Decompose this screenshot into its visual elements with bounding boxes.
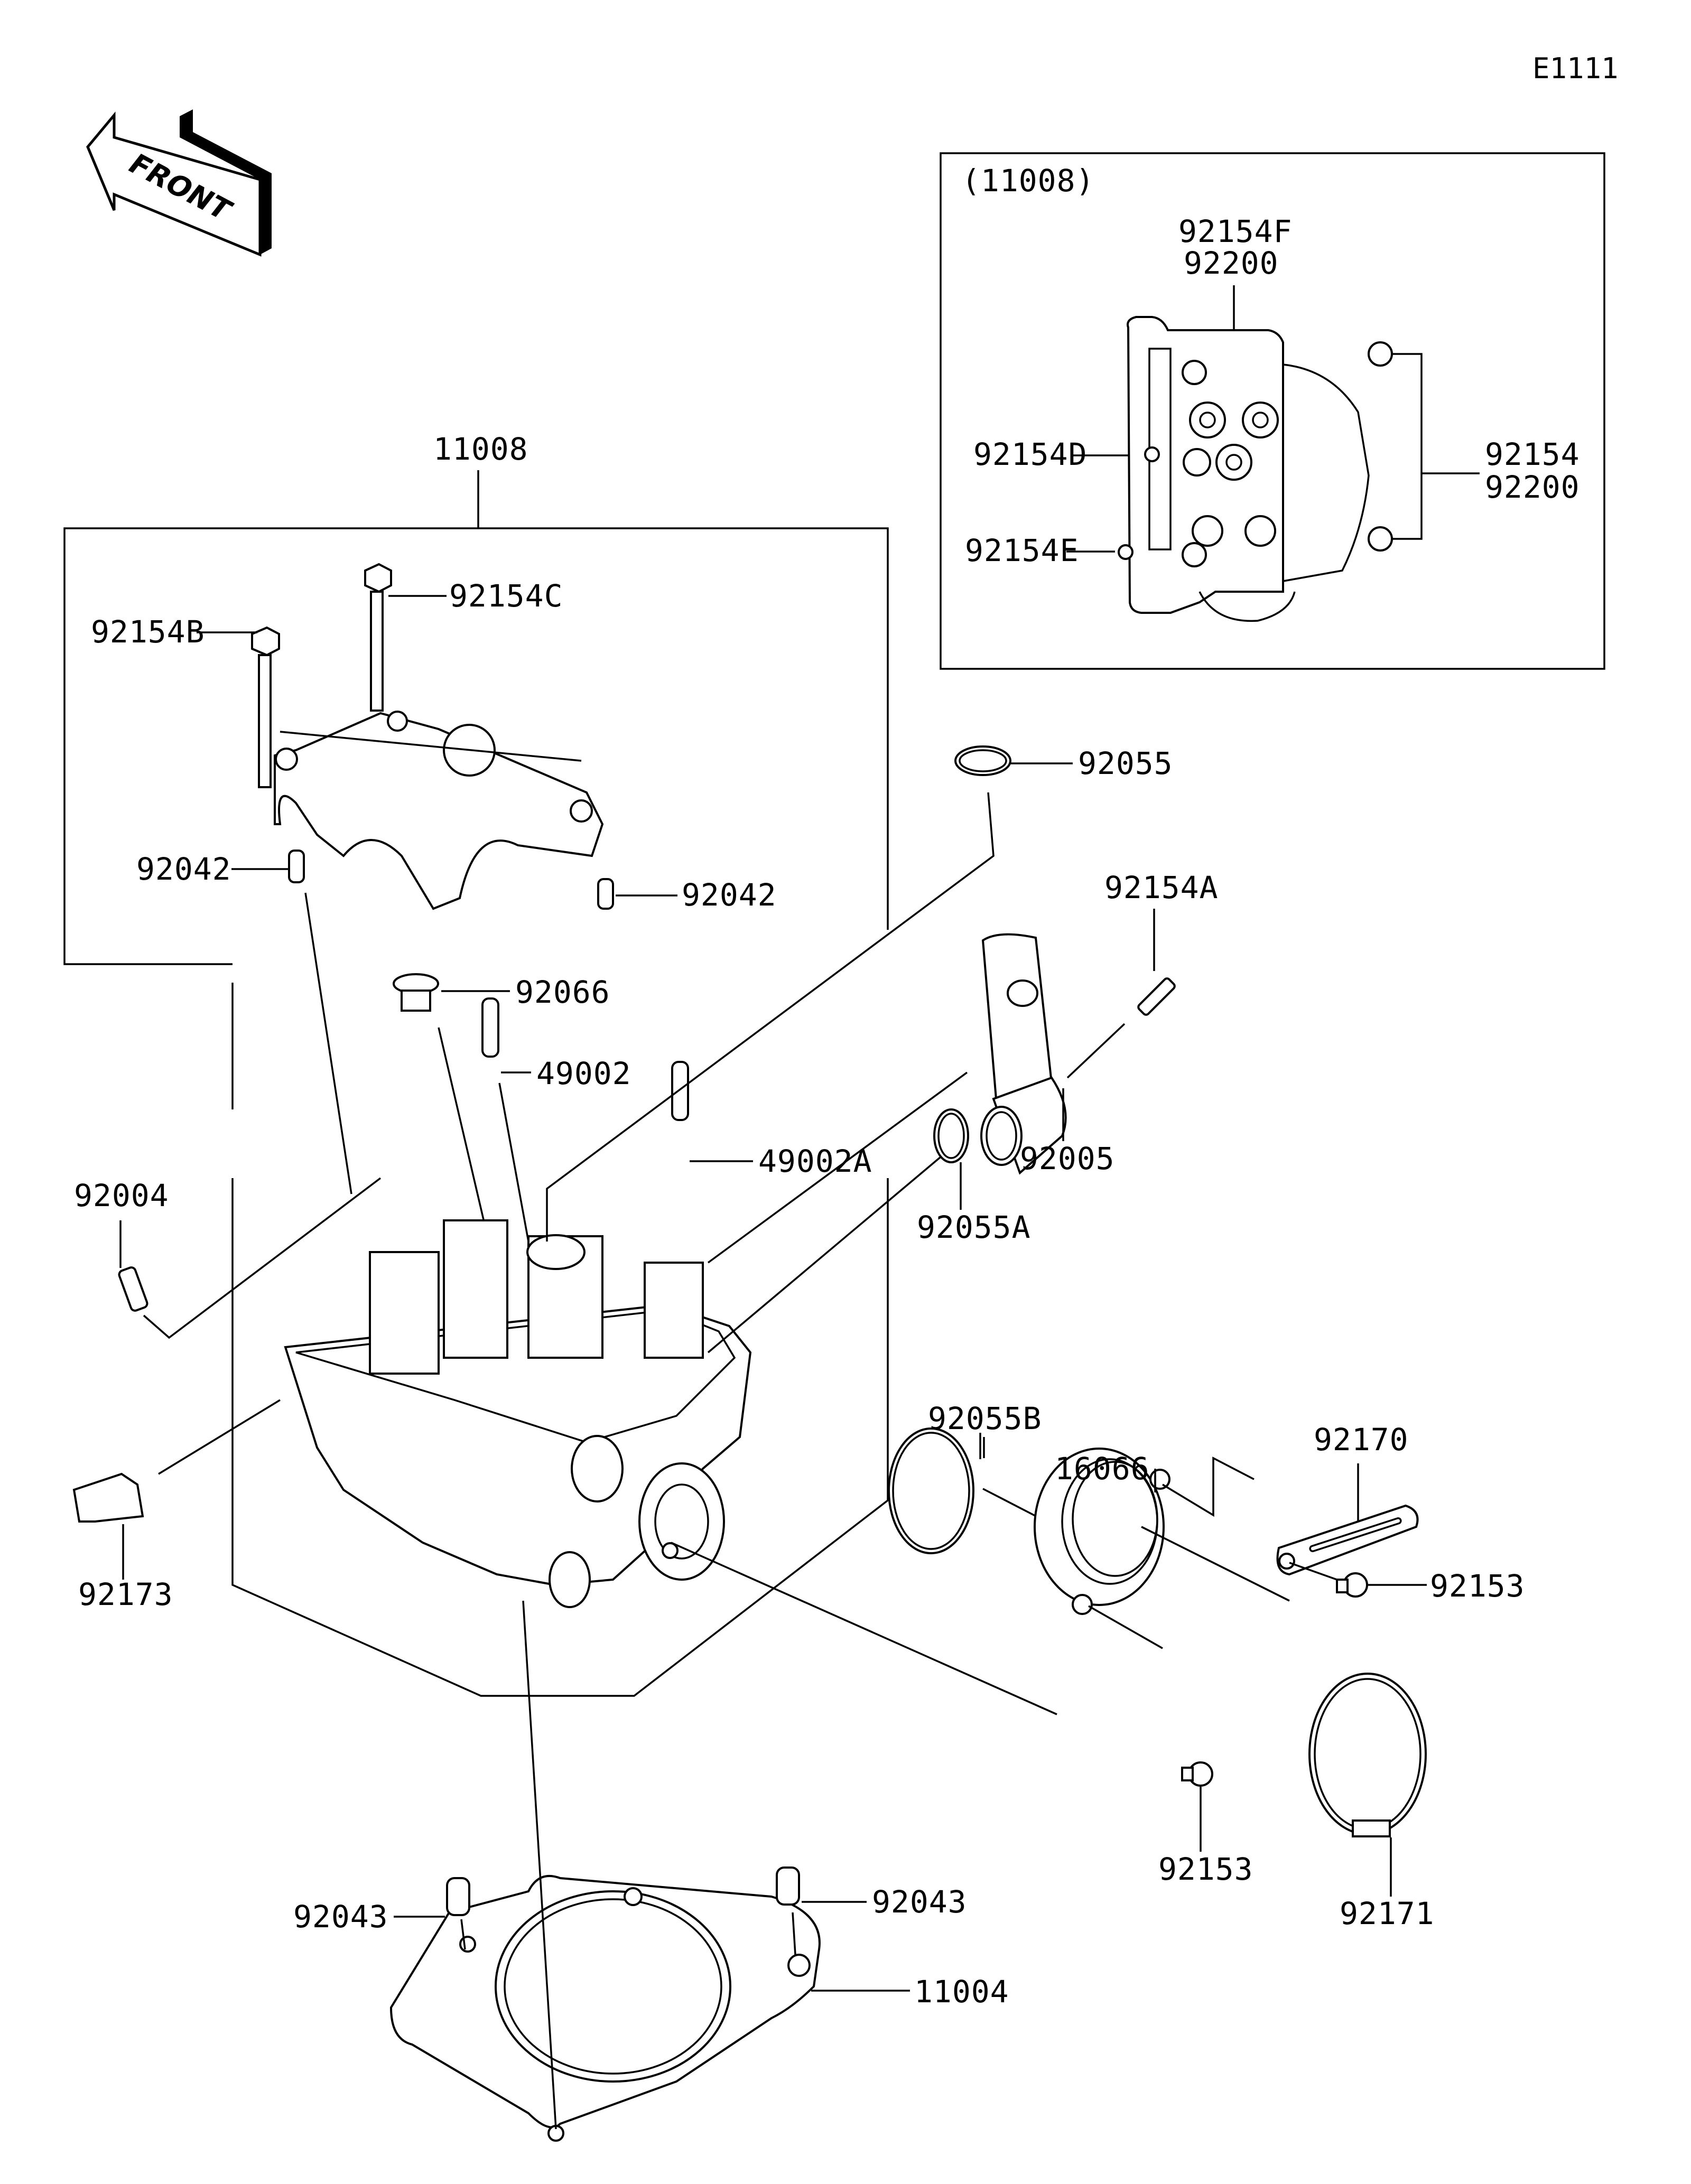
label-92154C: 92154C	[449, 578, 563, 614]
label-92200-top: 92200	[1184, 245, 1279, 281]
label-11004: 11004	[914, 1974, 1009, 2010]
inset-11008: (11008) 92154F 92200 92154D 92154E 92154…	[940, 152, 1605, 670]
o-ring-92055B	[888, 1427, 974, 1554]
sensor-92173	[72, 1472, 144, 1523]
o-ring-92055A	[933, 1108, 969, 1163]
label-92154F: 92154F	[1178, 213, 1293, 249]
label-11008: 11008	[433, 431, 528, 467]
bolt-92154C	[364, 563, 392, 712]
label-92154-right: 92154	[1485, 436, 1580, 472]
cylinder-head-top-view	[1118, 316, 1393, 622]
dowel-92043-right	[776, 1866, 800, 1906]
diagram-code: E1111	[1532, 52, 1619, 85]
bolt-92154A	[1137, 977, 1176, 1016]
bolt-92154B	[251, 626, 280, 788]
dowel-92042-right	[597, 878, 614, 910]
o-ring-92055	[954, 745, 1011, 776]
stud-92004	[118, 1266, 148, 1312]
valve-guide-49002A	[671, 1061, 689, 1121]
label-92055: 92055	[1078, 745, 1173, 781]
strap-92170	[1276, 1504, 1419, 1576]
label-92154E: 92154E	[965, 533, 1079, 568]
label-92154D: 92154D	[973, 436, 1088, 472]
cylinder-head	[284, 1219, 752, 1608]
label-92200-right: 92200	[1485, 469, 1580, 505]
label-92043-right: 92043	[872, 1884, 967, 1920]
label-92005: 92005	[1020, 1141, 1115, 1177]
dowel-92043-left	[446, 1877, 470, 1916]
plug-92066	[393, 973, 439, 1012]
screw-92153-right	[1336, 1572, 1368, 1598]
label-92153-bottom: 92153	[1158, 1851, 1253, 1887]
label-92055B: 92055B	[928, 1401, 1042, 1436]
screw-92153-bottom	[1181, 1761, 1213, 1787]
label-92042-left: 92042	[136, 851, 231, 887]
dowel-92042-left	[288, 850, 305, 883]
label-92170: 92170	[1314, 1422, 1409, 1458]
hose-clamp-92171	[1308, 1673, 1427, 1837]
head-gasket-11004	[389, 1875, 821, 2142]
valve-guide-49002	[481, 997, 499, 1058]
label-49002A: 49002A	[758, 1143, 872, 1179]
label-92154B: 92154B	[91, 614, 205, 650]
camshaft-cap	[274, 711, 604, 910]
label-49002: 49002	[536, 1056, 631, 1091]
label-16066: 16066	[1055, 1451, 1150, 1487]
label-92154A: 92154A	[1104, 870, 1219, 906]
label-92043-left: 92043	[293, 1899, 388, 1935]
label-92171: 92171	[1340, 1896, 1435, 1931]
water-fitting-92005	[980, 933, 1067, 1175]
label-92153-right: 92153	[1430, 1568, 1525, 1604]
label-92055A: 92055A	[917, 1209, 1031, 1245]
label-92066: 92066	[515, 974, 610, 1010]
front-direction-arrow-icon: FRONT	[86, 109, 272, 257]
inset-title: (11008)	[962, 163, 1094, 199]
label-92004: 92004	[74, 1178, 169, 1214]
label-92173: 92173	[78, 1576, 173, 1612]
label-92042-right: 92042	[682, 877, 777, 913]
